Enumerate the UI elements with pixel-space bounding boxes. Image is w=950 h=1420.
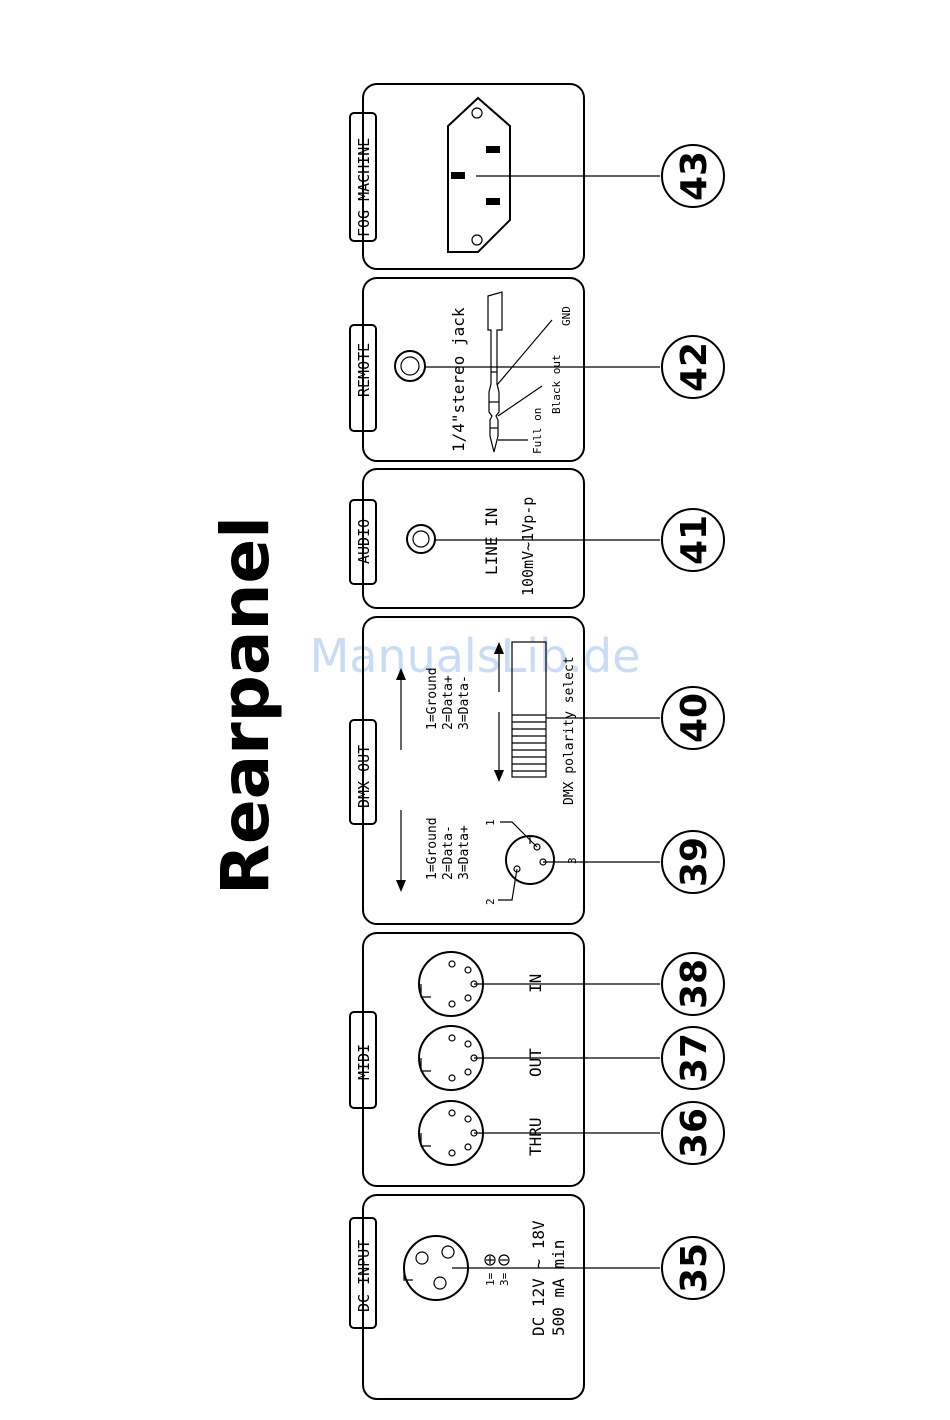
remote-label: REMOTE: [355, 343, 373, 397]
dc-label: DC INPUT: [355, 1240, 373, 1312]
iec-pin-2: [451, 172, 465, 179]
audio-label: AUDIO: [355, 519, 373, 564]
midi-thru-port: [419, 1101, 483, 1165]
audio-section: AUDIO LINE IN 100mV~1Vp-p 41: [350, 469, 724, 608]
dmx-polarity-label: DMX polarity select: [562, 656, 577, 805]
dc-pin-1: [416, 1252, 428, 1264]
midi-label: MIDI: [355, 1044, 373, 1080]
xlr-pin-2-leader: [498, 869, 517, 900]
xlr-pin-1-label: 1: [484, 819, 497, 826]
callout-42-number: 42: [674, 342, 715, 392]
iec-pin-3: [486, 198, 500, 205]
xlr-pin-2-label: 2: [484, 898, 497, 905]
dmx-label: DMX OUT: [355, 745, 373, 808]
gnd-label: GND: [560, 306, 573, 326]
callout-43-number: 43: [674, 151, 715, 201]
audio-jack-outer: [407, 525, 435, 553]
gnd-leader: [497, 320, 552, 385]
callout-38-number: 38: [674, 959, 715, 1009]
dmx-right-pin-3: 3=Data-: [457, 675, 472, 730]
dc-spec-voltage: DC 12V ~ 18V: [529, 1220, 548, 1336]
dmx-right-pin-1: 1=Ground: [425, 667, 440, 730]
midi-out-port: [419, 1026, 483, 1090]
iec-screw-top: [472, 108, 482, 118]
dmx-right-pin-list: 1=Ground 2=Data+ 3=Data-: [425, 667, 472, 730]
dmx-left-pin-1: 1=Ground: [425, 817, 440, 880]
audio-jack-inner: [413, 531, 429, 547]
switch-ridges: [512, 715, 546, 771]
dc-pin-2: [442, 1246, 454, 1258]
dc-pin-legend-1: 1=: [484, 1272, 497, 1286]
audio-panel: [363, 469, 584, 608]
fullon-label: Full on: [531, 408, 544, 454]
watermark: ManualsLib.de: [310, 629, 641, 683]
dc-input-section: DC INPUT 1= 3= DC 12V ~ 18V 500 mA min 3…: [350, 1195, 724, 1399]
midi-panel: [363, 933, 584, 1186]
xlr-pin-3-label: 3: [566, 857, 579, 864]
dmx-left-pin-2: 2=Data-: [441, 825, 456, 880]
iec-screw-bottom: [472, 235, 482, 245]
audio-level: 100mV~1Vp-p: [519, 497, 537, 596]
dc-pin-3: [434, 1277, 446, 1289]
xlr-pin-1-leader: [500, 822, 537, 847]
fog-label: FOG MACHINE: [355, 138, 373, 237]
callout-41-number: 41: [674, 515, 715, 565]
callout-35-number: 35: [674, 1243, 715, 1293]
dmx-left-pin-3: 3=Data+: [457, 825, 472, 880]
dmx-left-pin-list: 1=Ground 2=Data- 3=Data+: [425, 817, 472, 880]
midi-thru-label: THRU: [526, 1117, 545, 1156]
callout-37-number: 37: [674, 1033, 715, 1083]
audio-line-in: LINE IN: [482, 508, 501, 575]
remote-jack-inner: [401, 357, 419, 375]
midi-out-label: OUT: [526, 1048, 545, 1077]
dc-pin-legend-3: 3=: [498, 1272, 511, 1286]
dmx-right-pin-2: 2=Data+: [441, 675, 456, 730]
midi-in-label: IN: [526, 974, 545, 993]
midi-in-port: [419, 952, 483, 1016]
midi-section: MIDI IN 38 OUT 37: [350, 933, 724, 1186]
callout-36-number: 36: [674, 1108, 715, 1158]
callout-39-number: 39: [674, 837, 715, 887]
iec-pin-1: [486, 146, 500, 153]
callout-40-number: 40: [674, 693, 715, 743]
blackout-label: Black out: [550, 354, 563, 414]
dc-spec-current: 500 mA min: [549, 1240, 568, 1336]
fog-machine-section: FOG MACHINE 43: [350, 84, 724, 269]
page-title: Rearpanel: [207, 516, 284, 895]
remote-section: REMOTE 1/4"stereo jack GND Black out Ful…: [350, 278, 724, 461]
remote-jack-text: 1/4"stereo jack: [449, 307, 468, 452]
remote-jack-outer: [395, 351, 425, 381]
